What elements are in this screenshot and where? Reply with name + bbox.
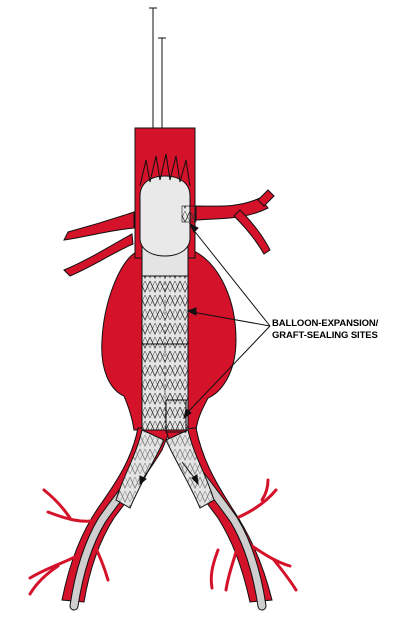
callout-line-1: BALLOON-EXPANSION/ bbox=[272, 318, 378, 330]
callout-line-2: GRAFT-SEALING SITES bbox=[272, 330, 378, 342]
graft-sealing-callout: BALLOON-EXPANSION/ GRAFT-SEALING SITES bbox=[272, 318, 378, 342]
